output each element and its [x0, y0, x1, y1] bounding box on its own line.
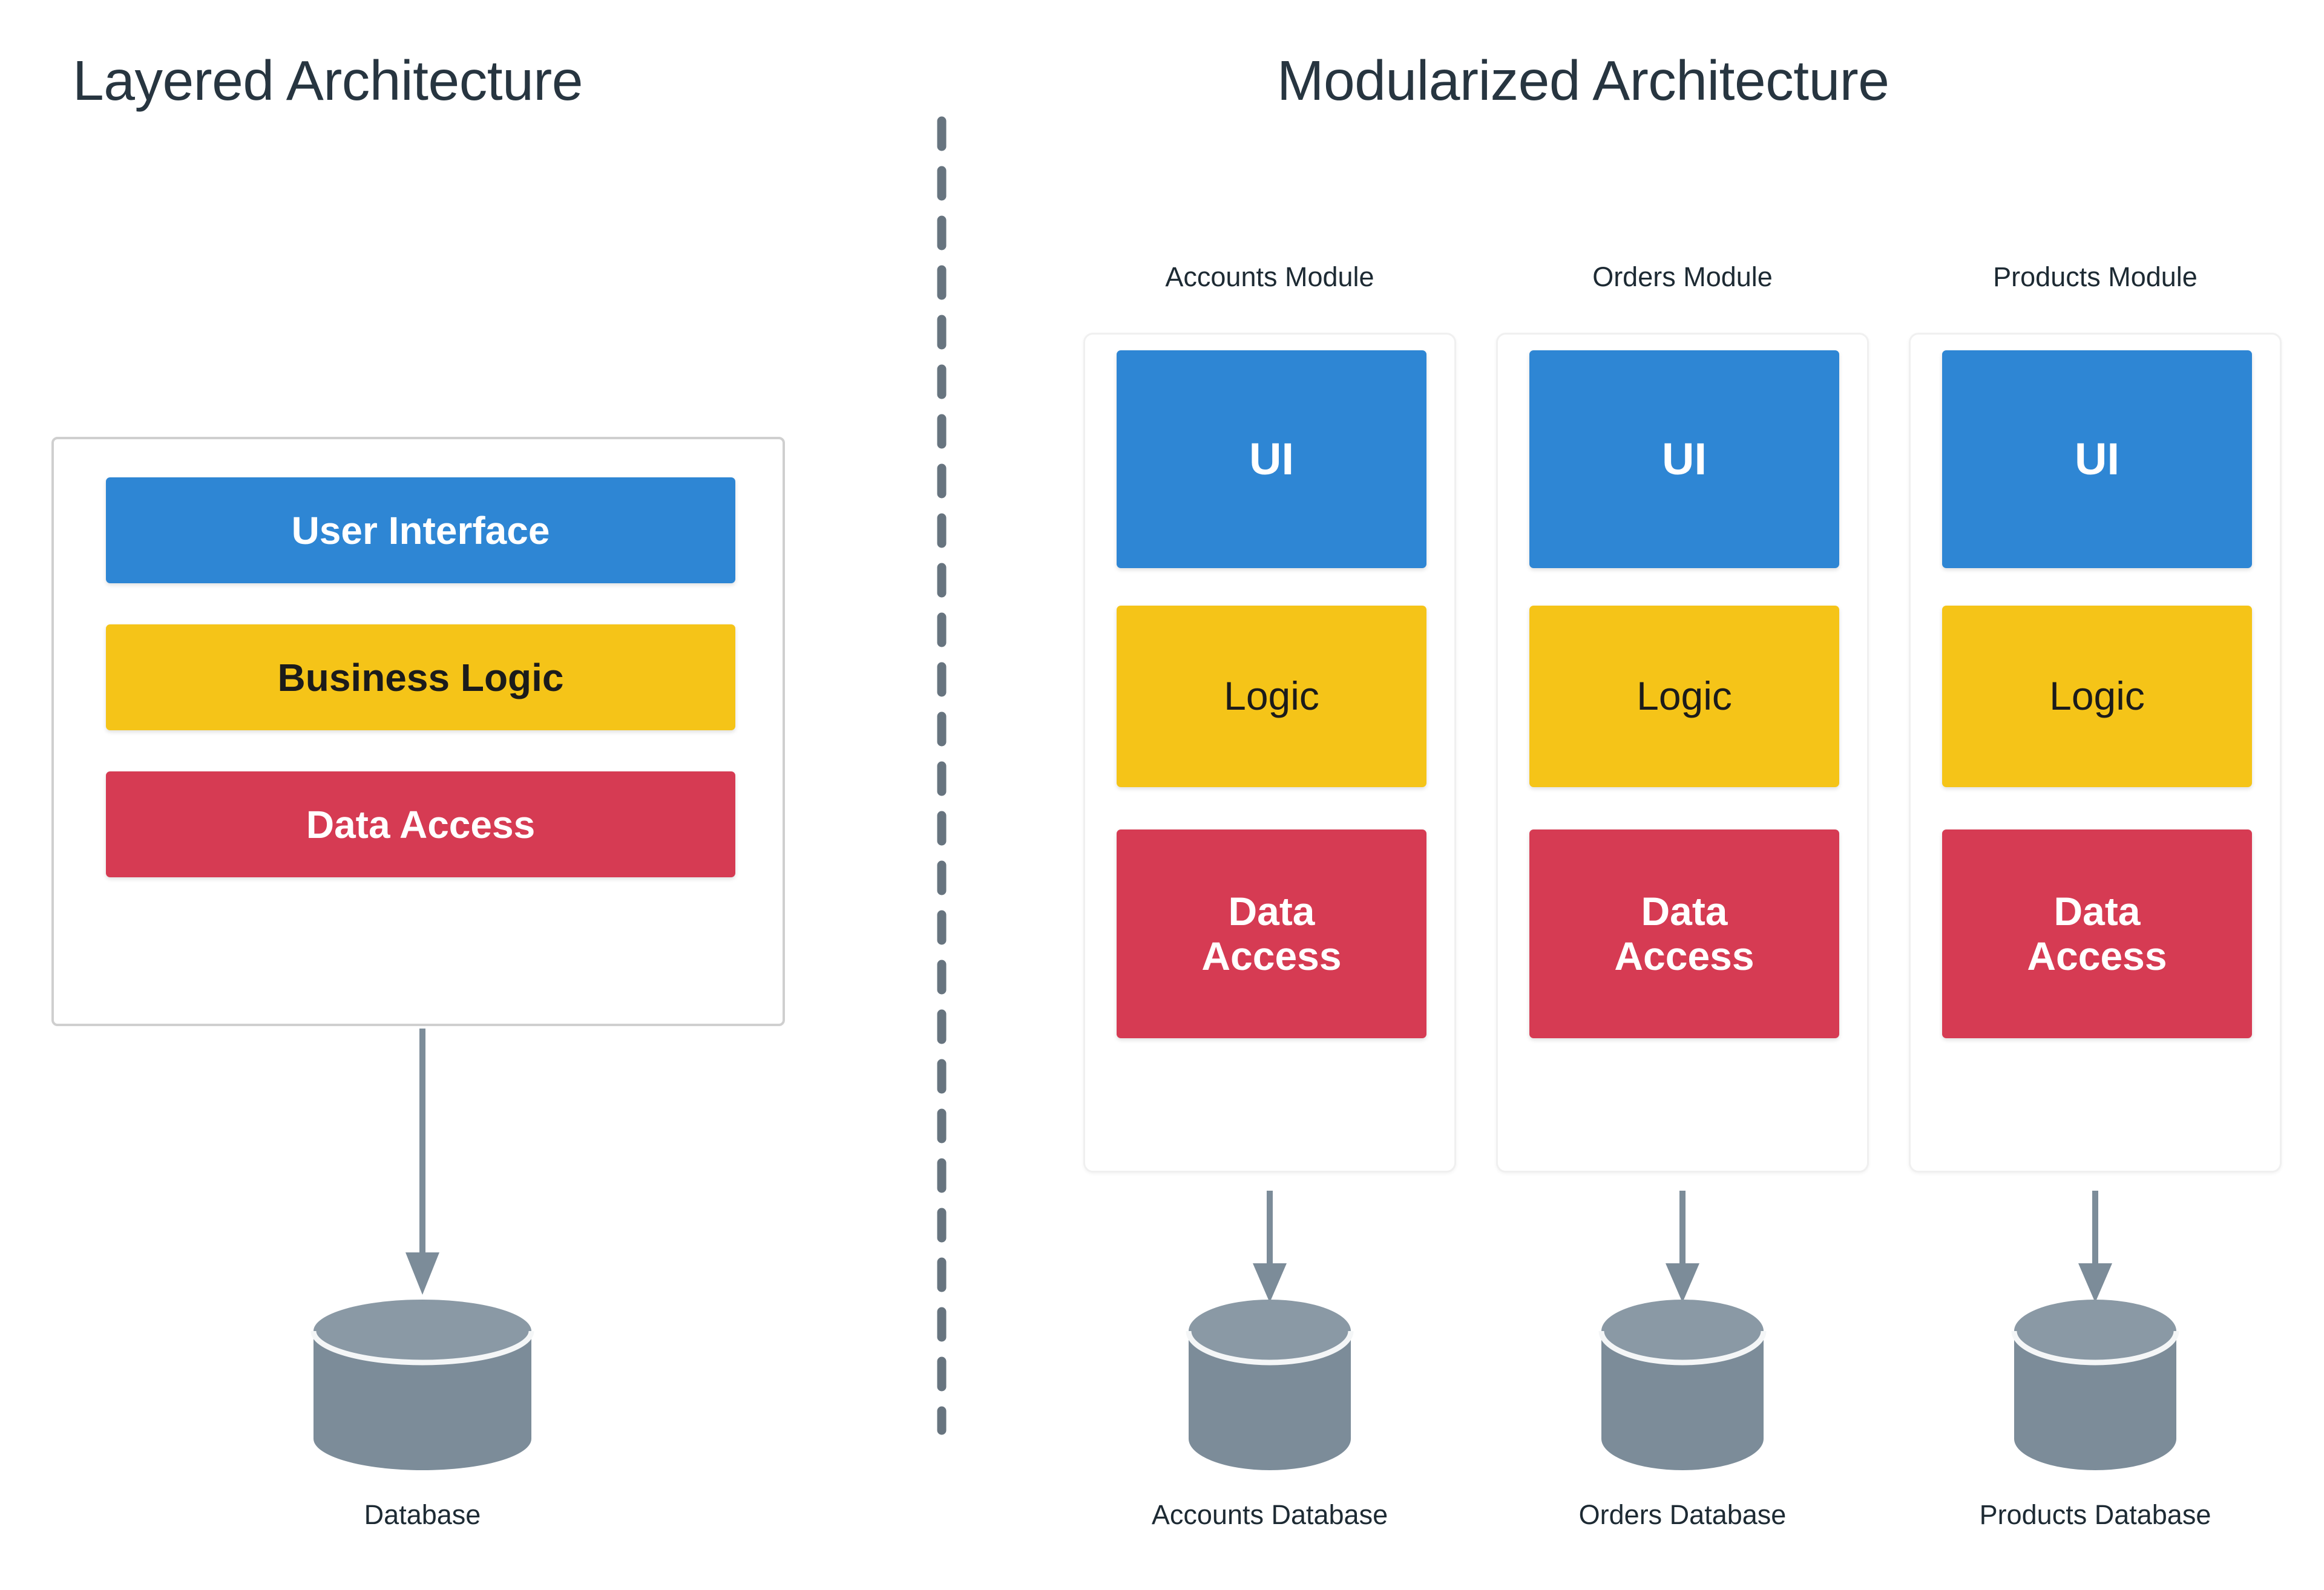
module-data-line2: Access [2027, 933, 2167, 978]
module-card-products: UI Logic Data Access [1909, 333, 2282, 1173]
module-data-line1: Data [1228, 888, 1315, 934]
module-data-line1: Data [2053, 888, 2141, 934]
module-box-logic-accounts[interactable]: Logic [1117, 606, 1426, 787]
database-cylinder-icon-products [2011, 1300, 2180, 1470]
module-data-line1: Data [1641, 888, 1728, 934]
module-box-ui-orders[interactable]: UI [1529, 350, 1839, 568]
layer-box-data-access[interactable]: Data Access [106, 771, 735, 877]
module-box-ui-products[interactable]: UI [1942, 350, 2252, 568]
module-box-logic-products[interactable]: Logic [1942, 606, 2252, 787]
database-cylinder-icon-left [310, 1300, 535, 1470]
database-label-left: Database [364, 1499, 481, 1530]
module-box-data-access-orders[interactable]: Data Access [1529, 829, 1839, 1038]
module-box-ui-accounts[interactable]: UI [1117, 350, 1426, 568]
module-card-accounts: UI Logic Data Access [1083, 333, 1456, 1173]
module-box-logic-orders[interactable]: Logic [1529, 606, 1839, 787]
layer-box-user-interface[interactable]: User Interface [106, 477, 735, 583]
module-header-orders: Orders Module [1592, 261, 1773, 292]
module-card-orders: UI Logic Data Access [1496, 333, 1869, 1173]
database-cylinder-icon-orders [1598, 1300, 1767, 1470]
layer-box-business-logic[interactable]: Business Logic [106, 624, 735, 730]
down-arrow-icon-left [392, 1029, 453, 1300]
vertical-dashed-divider-icon [937, 116, 947, 1435]
modularized-architecture-title: Modularized Architecture [1277, 49, 1889, 112]
down-arrow-icon-accounts [1239, 1191, 1300, 1306]
down-arrow-icon-products [2065, 1191, 2125, 1306]
module-data-line2: Access [1614, 933, 1754, 978]
module-header-products: Products Module [1993, 261, 2198, 292]
module-header-accounts: Accounts Module [1165, 261, 1374, 292]
database-cylinder-icon-accounts [1185, 1300, 1354, 1470]
module-box-data-access-accounts[interactable]: Data Access [1117, 829, 1426, 1038]
database-label-orders: Orders Database [1578, 1499, 1787, 1530]
module-box-data-access-products[interactable]: Data Access [1942, 829, 2252, 1038]
layered-architecture-title: Layered Architecture [73, 49, 583, 112]
down-arrow-icon-orders [1652, 1191, 1713, 1306]
database-label-accounts: Accounts Database [1151, 1499, 1388, 1530]
module-data-line2: Access [1201, 933, 1342, 978]
database-label-products: Products Database [1979, 1499, 2211, 1530]
layered-architecture-container: User Interface Business Logic Data Acces… [51, 437, 785, 1026]
